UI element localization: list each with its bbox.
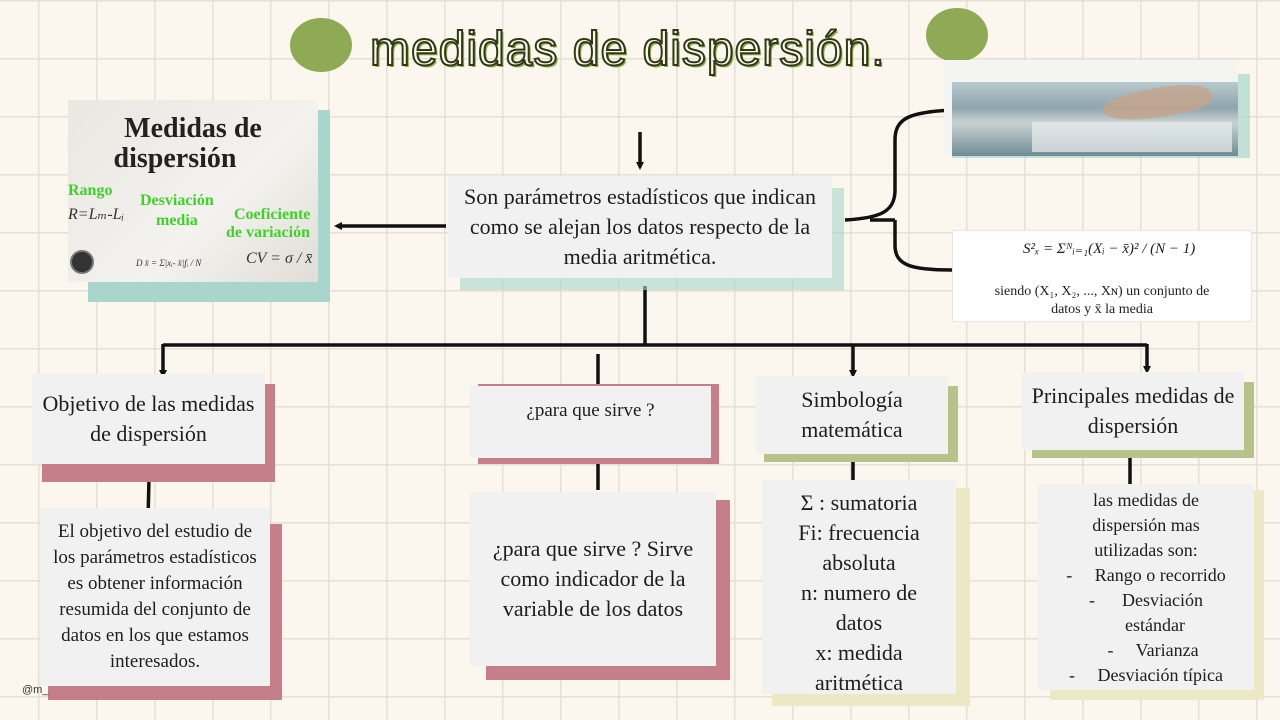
- objetivo-detail-text: El objetivo del estudio de los parámetro…: [53, 521, 257, 672]
- simbologia-line: aritmética: [815, 670, 903, 695]
- principales-item: - Desviación: [1089, 590, 1203, 610]
- simbologia-title: Simbología matemática: [756, 376, 948, 454]
- variance-formula: S²ₓ = Σᴺᵢ₌₁(Xᵢ − x̄)² / (N − 1): [1023, 241, 1196, 257]
- principales-item: estándar: [1125, 615, 1185, 635]
- simbologia-title-text: Simbología matemática: [801, 387, 903, 442]
- principales-item: - Rango o recorrido: [1066, 565, 1226, 585]
- central-definition: Son parámetros estadísticos que indican …: [448, 176, 832, 278]
- principales-intro-line: las medidas de: [1093, 490, 1199, 510]
- simbologia-line: datos: [835, 610, 883, 635]
- title-dot-left: [290, 18, 352, 72]
- objetivo-title: Objetivo de las medidas de dispersión: [32, 374, 265, 464]
- simbologia-detail: Σ : sumatoria Fi: frecuencia absoluta n:…: [762, 480, 956, 695]
- principales-item: - Varianza: [1107, 640, 1199, 660]
- gauge-icon: [70, 250, 94, 274]
- title-dot-right: [926, 8, 988, 62]
- coef-label-1: Coeficiente: [234, 206, 311, 223]
- principales-intro-line: utilizadas son:: [1094, 540, 1198, 560]
- coef-formula: CV = σ / x̄: [246, 250, 313, 267]
- objetivo-detail: El objetivo del estudio de los parámetro…: [40, 508, 270, 686]
- image-card-heading-2: dispersión: [113, 143, 237, 174]
- page-title: medidas de dispersión.: [369, 22, 886, 77]
- photo-image: [952, 76, 1238, 156]
- desviacion-label-2: media: [156, 212, 198, 229]
- desviacion-formula: D x̄ = Σ|xᵢ- x̄|fᵢ / N: [136, 258, 202, 268]
- central-definition-text: Son parámetros estadísticos que indican …: [464, 184, 816, 269]
- simbologia-line: Fi: frecuencia: [798, 520, 920, 545]
- rango-formula: R=Lₘ-Lᵢ: [68, 206, 125, 223]
- formula-caption-2: datos y x̄ la media: [1051, 302, 1153, 317]
- watermark: @m_: [22, 684, 49, 696]
- principales-item: - Desviación típica: [1069, 665, 1223, 685]
- analytics-photo: [944, 60, 1238, 156]
- image-card-heading-1: Medidas de: [124, 113, 262, 144]
- simbologia-line: n: numero de: [800, 580, 918, 605]
- brace-right: [844, 108, 953, 272]
- simbologia-line: absoluta: [822, 550, 896, 575]
- sirve-detail-text: ¿para que sirve ? Sirve como indicador d…: [492, 536, 694, 621]
- rango-label: Rango: [68, 182, 113, 199]
- formula-card: S²ₓ = Σᴺᵢ₌₁(Xᵢ − x̄)² / (N − 1) siendo (…: [952, 230, 1252, 322]
- image-card: Medidas de dispersión Rango R=Lₘ-Lᵢ Desv…: [68, 100, 318, 282]
- objetivo-title-text: Objetivo de las medidas de dispersión: [42, 391, 255, 446]
- desviacion-label-1: Desviación: [140, 192, 214, 209]
- formula-caption-1: siendo (X₁, X₂, ..., Xɴ) un conjunto de: [994, 284, 1210, 299]
- sirve-title-text: ¿para que sirve ?: [526, 400, 655, 421]
- sirve-title: ¿para que sirve ?: [470, 386, 711, 458]
- simbologia-line: Σ : sumatoria: [800, 490, 918, 515]
- principales-title-text: Principales medidas de dispersión: [1031, 383, 1235, 438]
- simbologia-line: x: medida: [815, 640, 903, 665]
- chart-paper: [1032, 122, 1232, 152]
- coef-label-2: de variación: [226, 224, 310, 241]
- principales-intro-line: dispersión mas: [1092, 515, 1200, 535]
- principales-detail: las medidas de dispersión mas utilizadas…: [1038, 484, 1254, 690]
- sirve-detail: ¿para que sirve ? Sirve como indicador d…: [470, 492, 716, 666]
- principales-title: Principales medidas de dispersión: [1022, 372, 1244, 450]
